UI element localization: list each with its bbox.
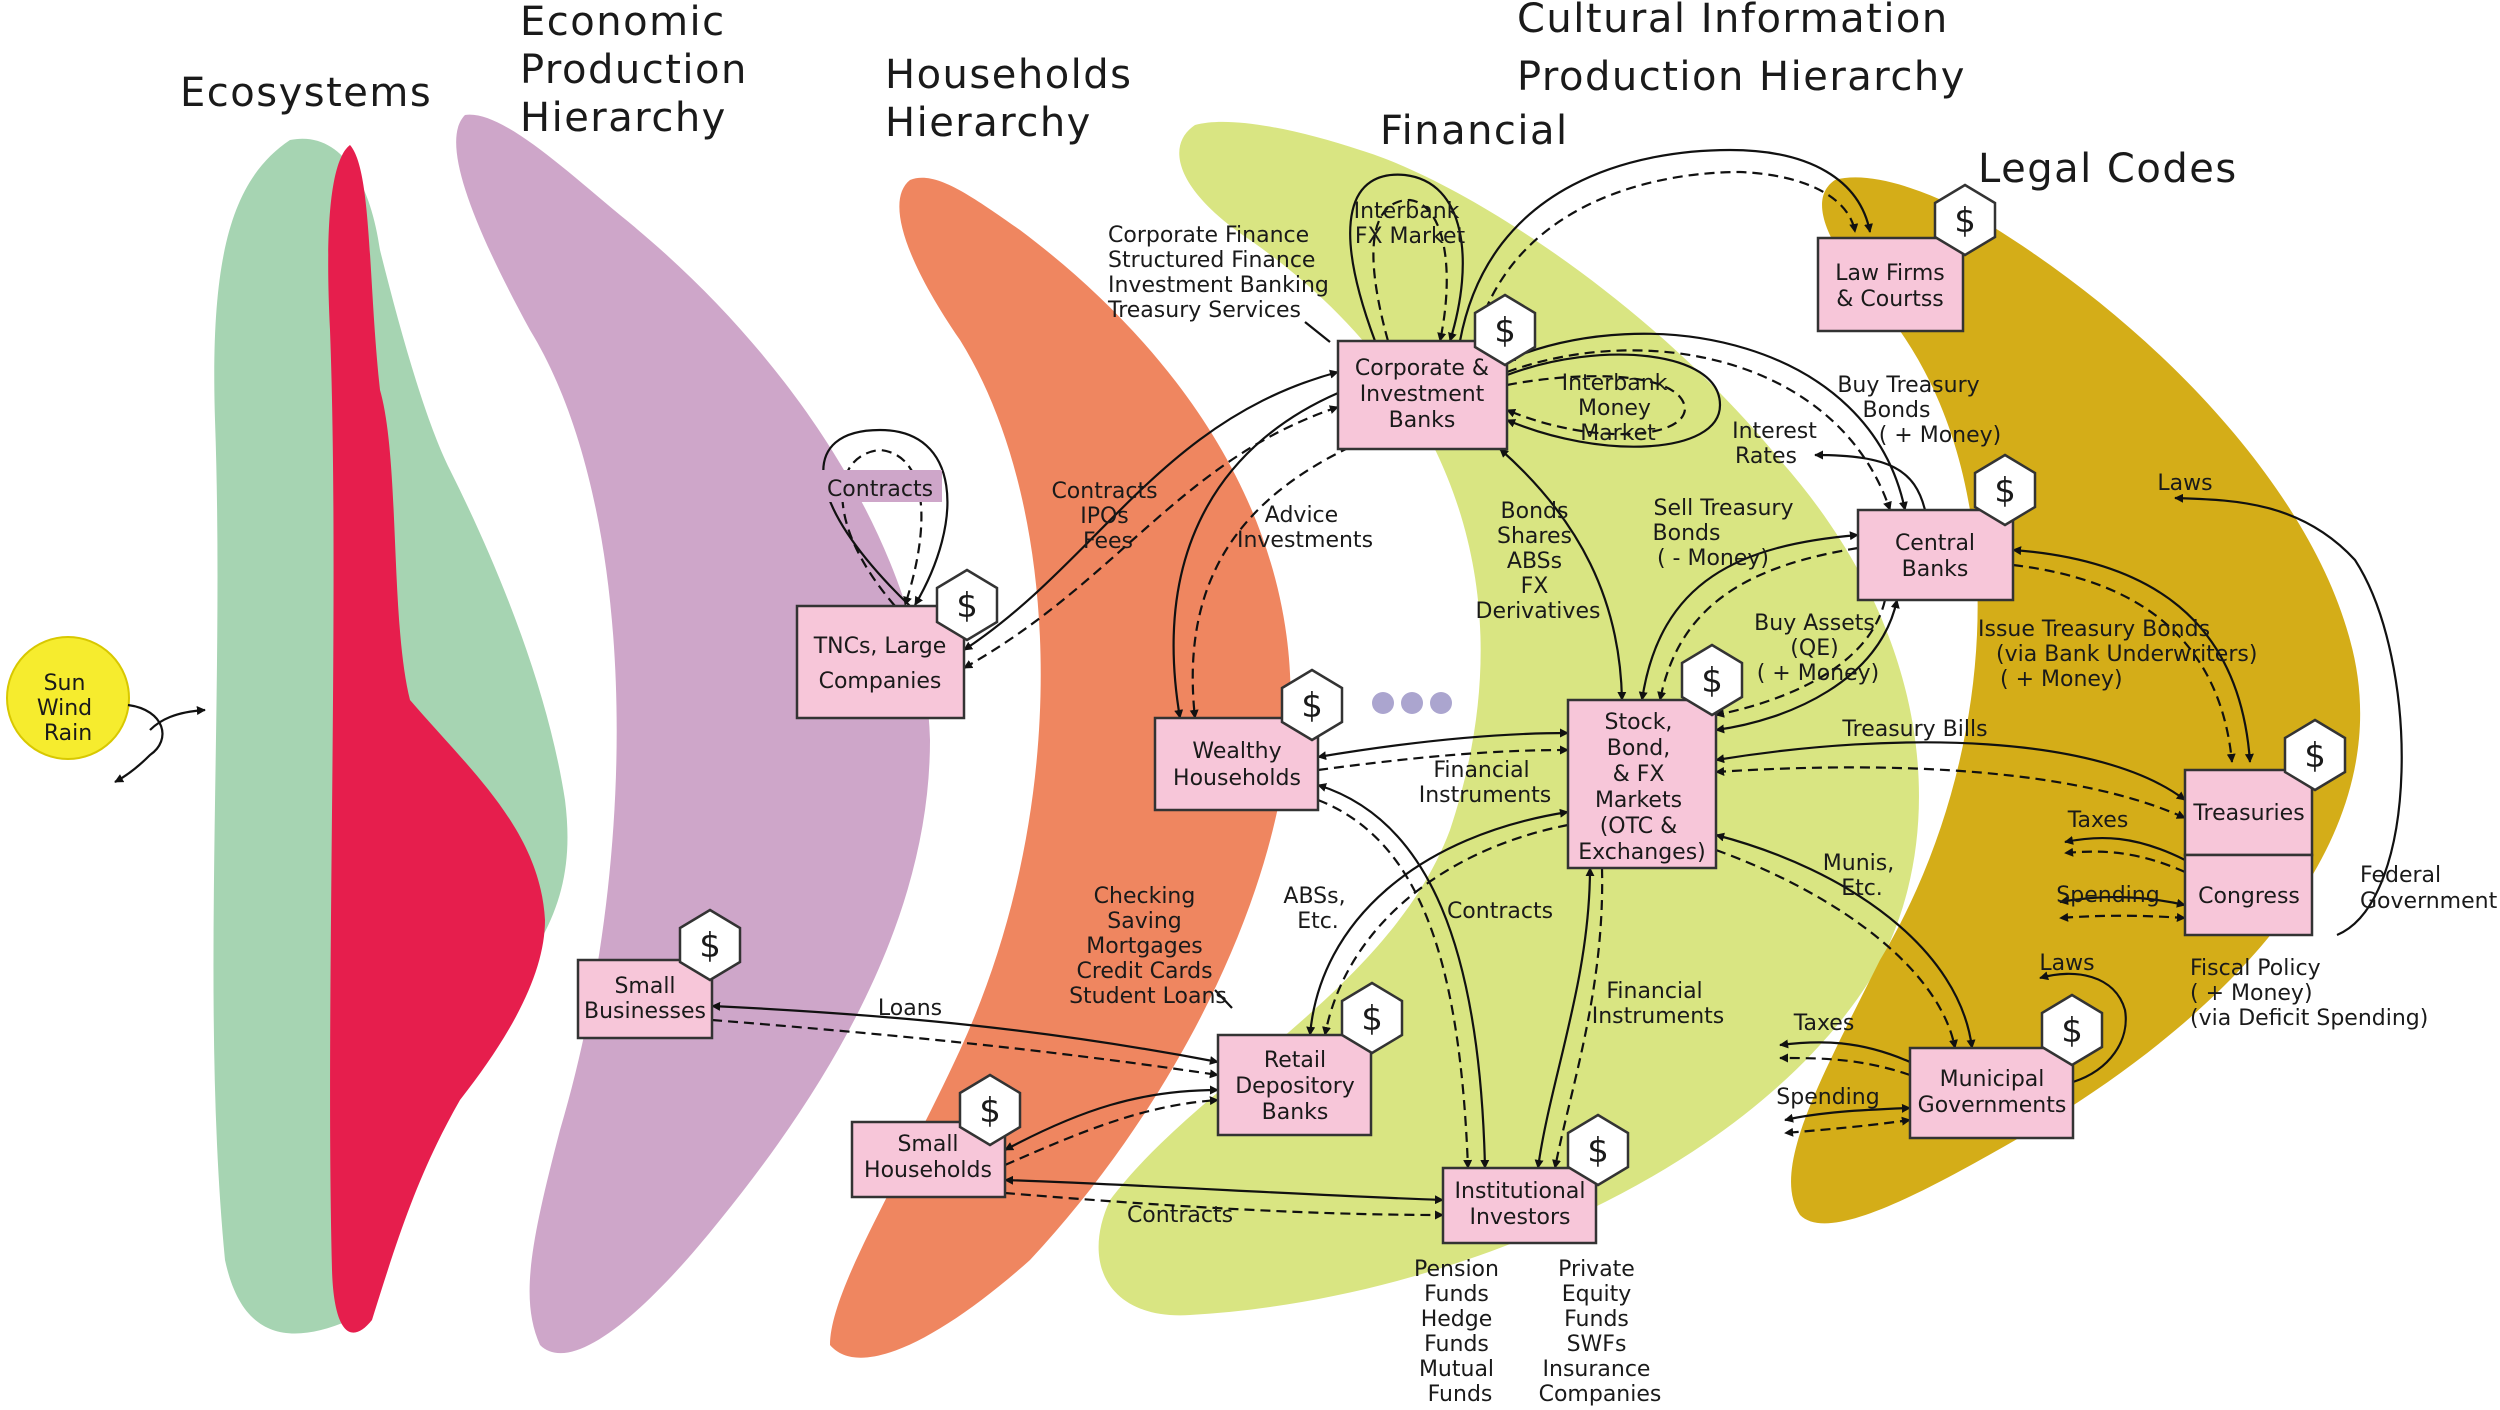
spending-federal-label: Spending: [2056, 883, 2159, 908]
interbank-money-label: Interbank Money Market: [1562, 371, 1675, 446]
spending-municipal-label: Spending: [1776, 1085, 1879, 1110]
sun-arrow-right: [149, 706, 206, 731]
svg-text:Law Firms& Courtss: Law Firms& Courtss: [1835, 261, 1944, 312]
dollar-icon: $: [2040, 993, 2104, 1067]
node-markets[interactable]: Stock, Bond, & FX Markets (OTC & Exchang…: [1566, 698, 1718, 870]
svg-text:$: $: [699, 926, 721, 966]
contracts-bottom-label: Contracts: [1127, 1203, 1233, 1228]
laws-top-label: Laws: [2157, 471, 2212, 496]
financial-instruments-label-2: Financial Instruments: [1592, 979, 1725, 1029]
svg-text:$: $: [979, 1091, 1001, 1131]
ecosystems-title: Ecosystems: [180, 70, 432, 116]
sun-arrow-down: [114, 703, 164, 783]
financial-title: Financial: [1380, 108, 1569, 154]
dollar-icon: $: [1973, 453, 2037, 527]
federal-government-label: Federal Government: [2360, 863, 2498, 914]
laws-municipal-label: Laws: [2039, 951, 2094, 976]
cultural-hierarchy-title: Cultural Information Production Hierarch…: [1517, 0, 1966, 100]
svg-text:Congress: Congress: [2198, 884, 2300, 909]
svg-text:$: $: [2304, 736, 2326, 776]
taxes-federal-label: Taxes: [2067, 808, 2129, 833]
svg-text:$: $: [2061, 1011, 2083, 1051]
dollar-icon: $: [1566, 1113, 1630, 1187]
svg-text:$: $: [1994, 471, 2016, 511]
node-congress[interactable]: Congress: [2183, 853, 2314, 937]
financial-instruments-label-1: Financial Instruments: [1419, 758, 1552, 808]
svg-text:$: $: [1361, 999, 1383, 1039]
retail-products-label: Checking Saving Mortgages Credit Cards S…: [1069, 884, 1227, 1009]
dollar-icon: $: [1340, 981, 1404, 1055]
svg-text:$: $: [1494, 311, 1516, 351]
interbank-fx-label: Interbank FX Market: [1354, 199, 1467, 249]
securities-list-label: Bonds Shares ABSs FX Derivatives: [1476, 499, 1601, 624]
dollar-icon: $: [678, 908, 742, 982]
corporate-services-label: Corporate Finance Structured Finance Inv…: [1107, 223, 1336, 323]
contracts-ipos-fees-label: Contracts IPOs Fees: [1051, 479, 1164, 554]
sell-treasury-label: Sell Treasury Bonds ( - Money): [1653, 496, 1801, 571]
issue-treasury-label: Issue Treasury Bonds (via Bank Underwrit…: [1978, 617, 2264, 692]
svg-text:Stock, Bond, & FX: Stock, Bond, & FX Markets (OTC & Exchang…: [1578, 710, 1706, 865]
svg-text:$: $: [1701, 661, 1723, 701]
node-law-firms[interactable]: Law Firms& Courtss: [1816, 236, 1965, 333]
loans-label: Loans: [878, 996, 942, 1021]
dollar-icon: $: [2283, 718, 2347, 792]
dollar-icon: $: [1680, 643, 1744, 717]
dollar-icon: $: [1473, 293, 1537, 367]
taxes-municipal-label: Taxes: [1793, 1011, 1855, 1036]
buy-treasury-label: Buy Treasury Bonds ( + Money): [1837, 373, 2001, 448]
legal-codes-title: Legal Codes: [1978, 146, 2238, 192]
connectors: [711, 148, 2403, 1220]
dollar-icon: $: [958, 1073, 1022, 1147]
abss-etc-label: ABSs, Etc.: [1283, 884, 1352, 934]
households-hierarchy-title: Households Hierarchy: [885, 52, 1147, 146]
dollar-icon: $: [1280, 668, 1344, 742]
contracts-label-bg: [820, 470, 942, 502]
ecosystems-red-band: [328, 145, 545, 1333]
ellipsis-dots: [1372, 692, 1452, 714]
svg-text:Treasuries: Treasuries: [2192, 801, 2304, 826]
svg-text:$: $: [956, 586, 978, 626]
svg-text:$: $: [1587, 1131, 1609, 1171]
svg-text:$: $: [1301, 686, 1323, 726]
munis-etc-label: Munis, Etc.: [1823, 851, 1901, 901]
sun-label: Sun Wind Rain: [37, 671, 99, 746]
flow-labels: Contracts Contracts IPOs Fees Advice Inv…: [820, 199, 2498, 1407]
contracts-mid-label: Contracts: [1447, 899, 1553, 924]
dollar-icon: $: [935, 568, 999, 642]
dollar-icon: $: [1933, 183, 1997, 257]
treasury-bills-label: Treasury Bills: [1841, 717, 1987, 742]
svg-text:$: $: [1954, 201, 1976, 241]
private-equity-label: Private Equity Funds SWFs Insurance Comp…: [1539, 1257, 1662, 1407]
interest-rates-label: Interest Rates: [1732, 419, 1824, 469]
currency-badges: $ $ $ $ $ $ $ $ $ $ $ $: [678, 183, 2347, 1187]
economic-hierarchy-title: Economic Production Hierarchy: [520, 0, 762, 141]
node-treasuries[interactable]: Treasuries: [2183, 768, 2314, 857]
pension-funds-label: Pension Funds Hedge Funds Mutual Funds: [1414, 1257, 1506, 1407]
buy-assets-label: Buy Assets (QE) ( + Money): [1754, 611, 1882, 686]
sun-icon: [6, 636, 130, 760]
contracts-loop-label: Contracts: [827, 477, 933, 502]
advice-investments-label: Advice Investments: [1237, 503, 1373, 553]
fiscal-policy-label: Fiscal Policy ( + Money) (via Deficit Sp…: [2190, 956, 2428, 1031]
